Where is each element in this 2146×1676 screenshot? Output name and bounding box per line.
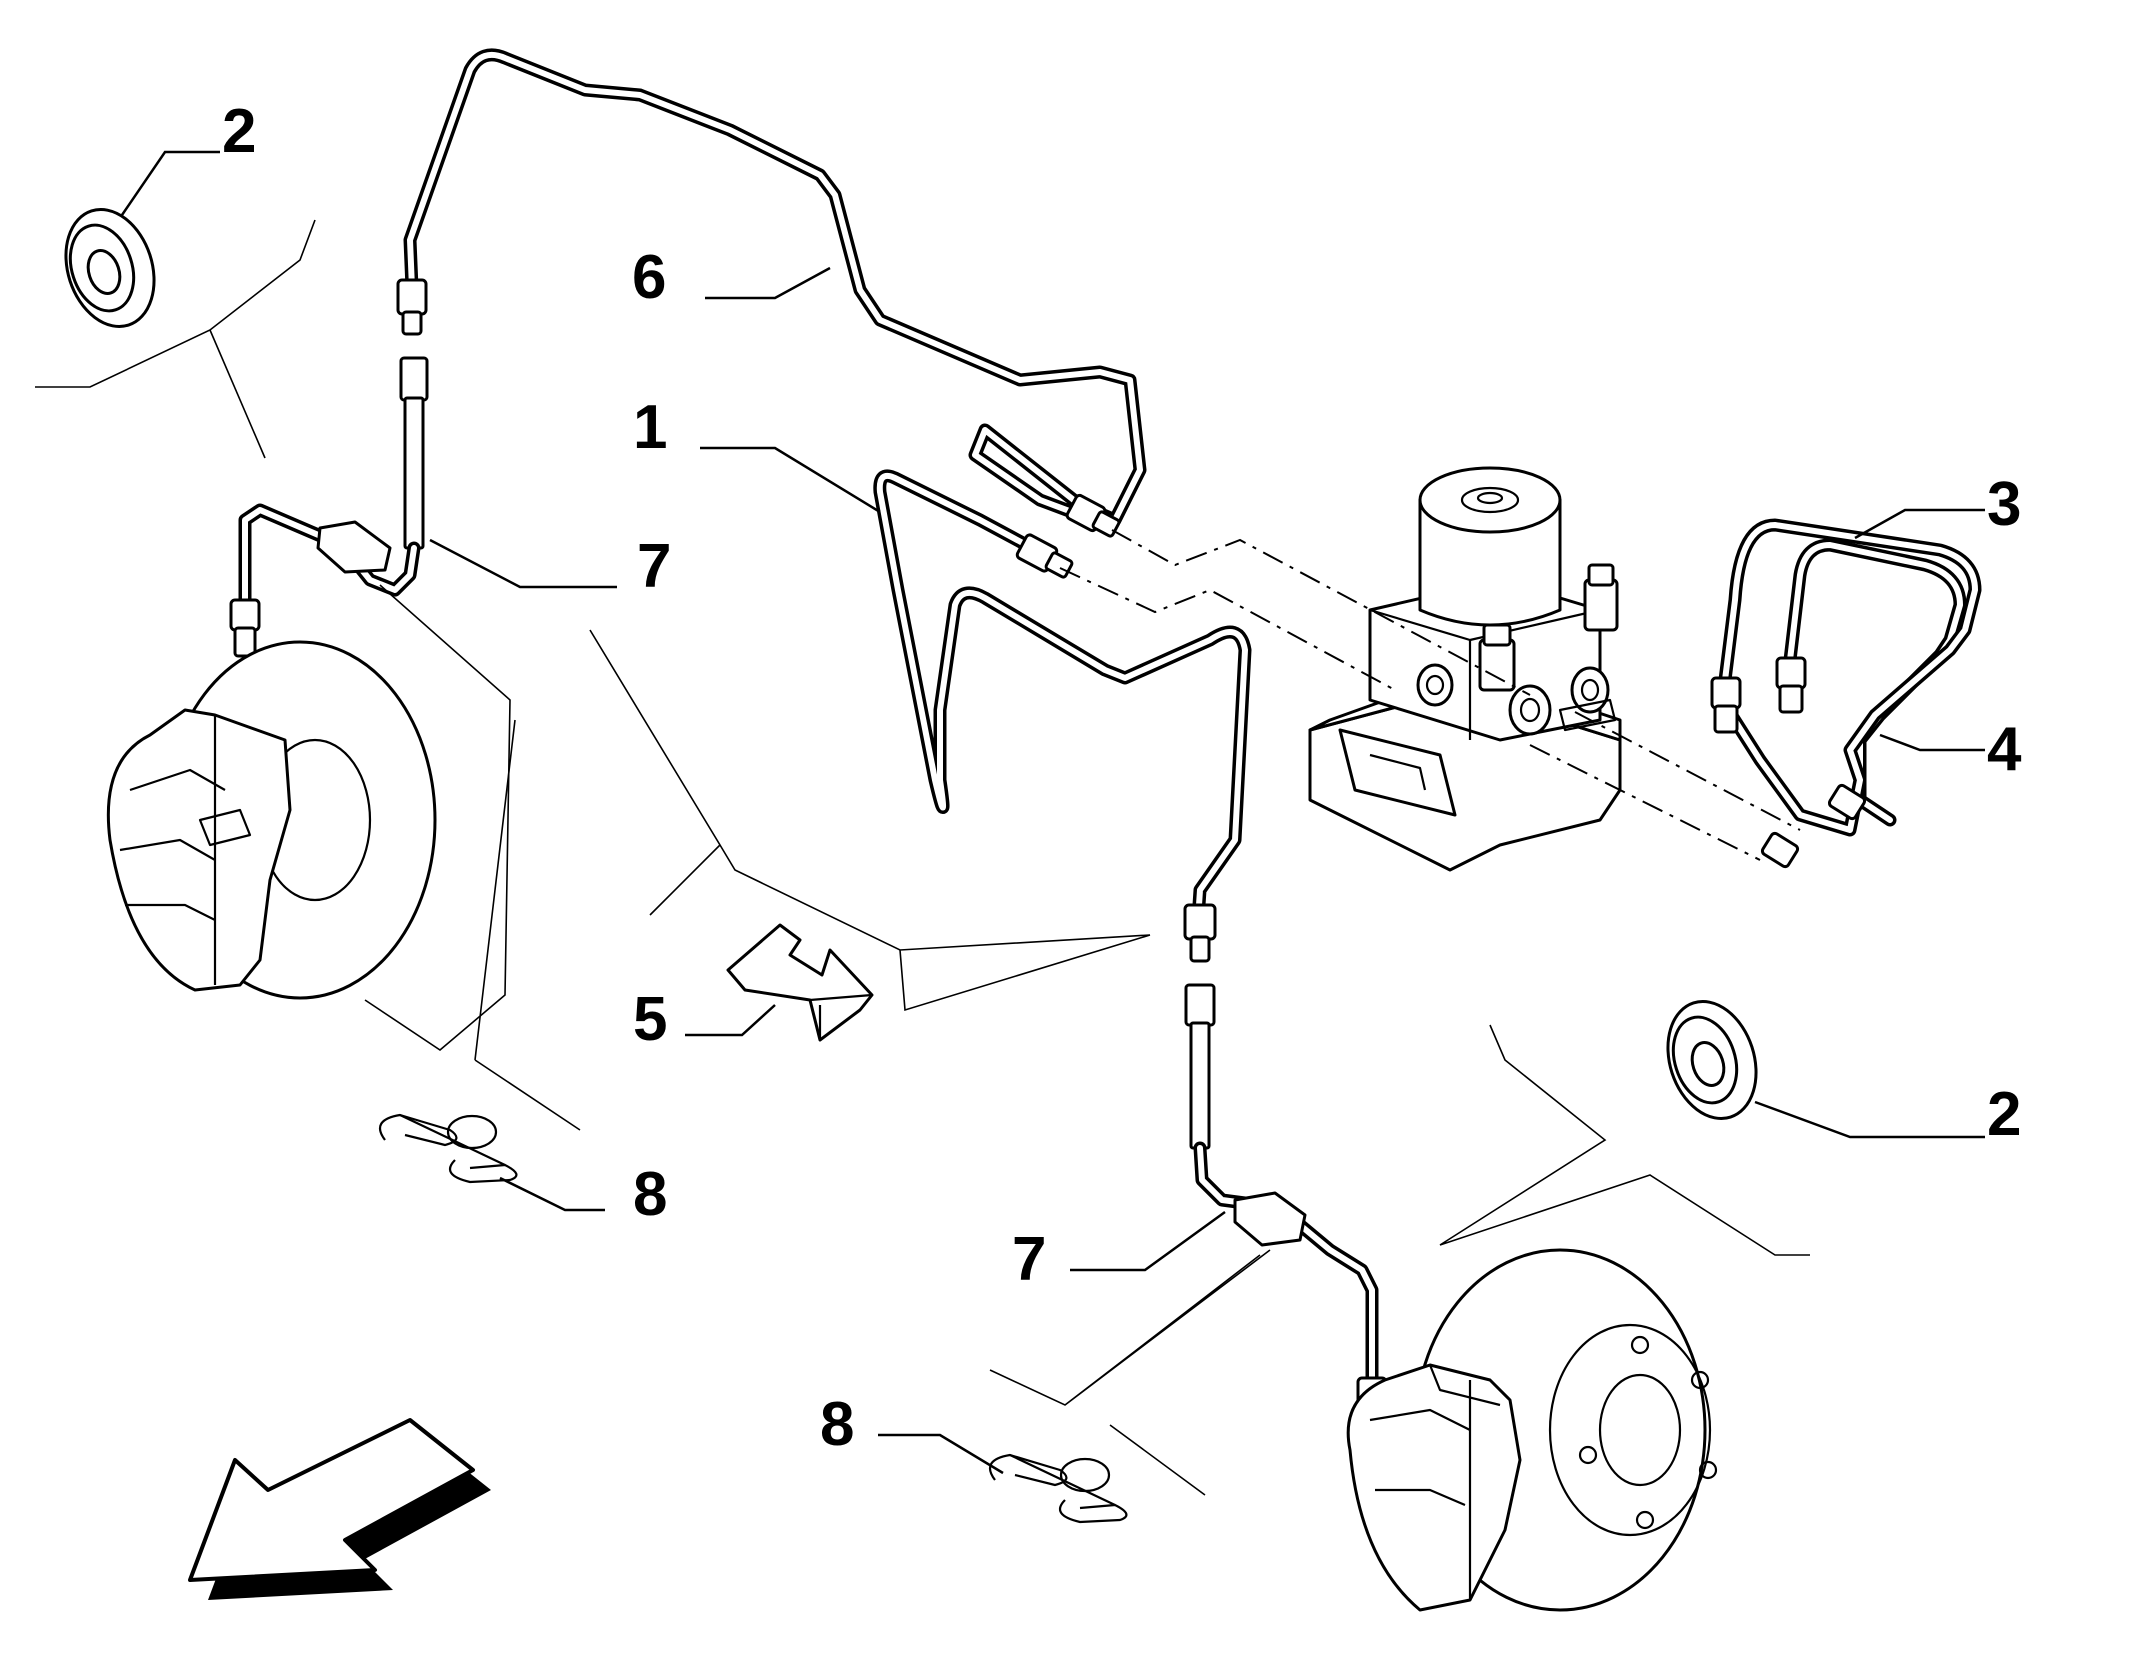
retaining-clip-8-center	[988, 1453, 1128, 1524]
callout-2-right: 2	[1987, 1080, 2021, 1149]
grommet-2-right	[1666, 999, 1758, 1121]
flexible-hose-7-left	[229, 356, 429, 658]
front-direction-arrow-icon	[188, 1418, 491, 1600]
callout-8-center: 8	[820, 1390, 854, 1459]
brake-disc-right	[1346, 1248, 1718, 1612]
grouping-lines	[35, 219, 1810, 1496]
retaining-clip-8-left	[378, 1113, 518, 1184]
callout-8-left: 8	[633, 1160, 667, 1229]
brake-disc-left	[106, 640, 437, 1000]
leader-lines	[120, 150, 1985, 1475]
brake-pipe-1	[873, 469, 1252, 963]
callout-4: 4	[1987, 715, 2022, 784]
brake-pipe-3	[1775, 538, 1967, 827]
flexible-hose-7-center	[1184, 983, 1388, 1434]
callout-7-left: 7	[637, 532, 671, 601]
bracket-5	[726, 923, 874, 1042]
brake-pipe-4	[1710, 518, 1982, 869]
grommet-2-left	[64, 207, 156, 329]
callout-1: 1	[633, 393, 667, 462]
abs-modulator-unit	[1308, 466, 1622, 872]
callout-3: 3	[1987, 470, 2021, 539]
callout-2-upper-left: 2	[222, 97, 256, 166]
brake-pipe-6	[396, 48, 1147, 538]
callout-7-center: 7	[1012, 1225, 1046, 1294]
callout-5: 5	[633, 985, 667, 1054]
callout-6: 6	[632, 243, 666, 312]
assembly-centerlines	[244, 529, 1801, 861]
